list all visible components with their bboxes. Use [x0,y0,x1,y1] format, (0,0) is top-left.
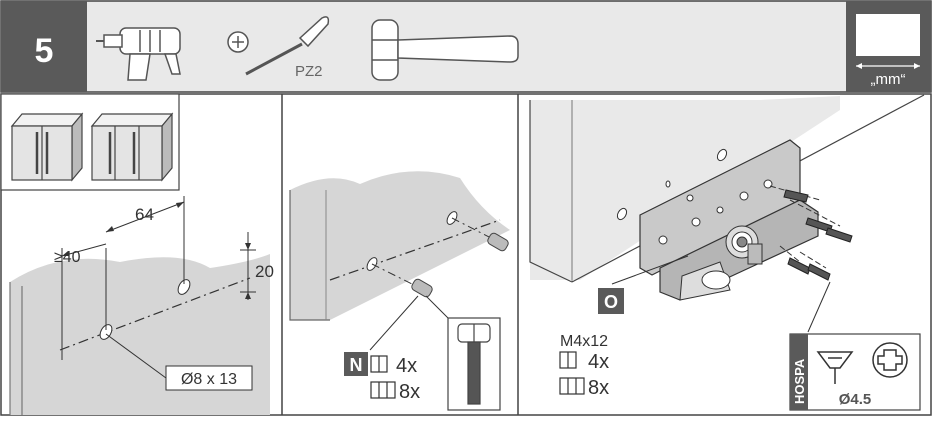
qty-double-c: 8x [588,377,609,399]
countersunk-screw-icon [816,351,854,384]
double-cabinet-symbol [370,381,396,399]
header-bar: 5 PZ2 [0,0,932,93]
part-letter-o: O [604,292,618,312]
panel-surface [10,254,270,415]
drill-hole-2 [177,279,191,295]
step-number-box [1,1,87,92]
panel-inserts: N 4x 8x [289,171,510,411]
single-cabinet-symbol [370,355,388,373]
qty-single-c: 4x [588,351,609,373]
part-letter-box [344,352,368,376]
screw-diameter-label: Ø4.5 [839,391,872,408]
screw-size-label: M4x12 [560,333,608,350]
screwdriver-icon: PZ2 [227,16,330,80]
part-letter-box-o [598,288,624,314]
single-cabinet-symbol-c [559,351,577,369]
cabinet-side [530,96,840,280]
dowel-insert-1 [411,278,433,298]
unit-label: „mm“ [871,71,906,88]
dim-hole-spacing: 64 [135,205,154,224]
step-number: 5 [35,32,54,70]
cabinet-double-icon [10,112,84,182]
screwdriver-size-label: PZ2 [295,63,323,80]
brand-strip [790,334,808,410]
double-cabinet-symbol-c [559,377,585,395]
brand-label: HOSPA [792,358,807,404]
mallet-icon [371,19,519,81]
dim-front-offset: 20 [255,262,274,281]
drill-spec-label: Ø8 x 13 [181,371,237,388]
qty-double: 8x [399,381,420,403]
cabinet-triple-icon [90,112,174,182]
panels-frame [0,93,932,416]
mounting-bracket [639,139,819,301]
screws [769,185,853,281]
panel-bracket: O M4x12 4x 8x HOSPA Ø4.5 [529,94,925,411]
dowel-insert-2 [487,232,509,252]
dim-edge-distance: ≥40 [54,249,81,266]
panel-drilling: 64 ≥40 20 Ø8 x 13 [0,93,274,415]
part-letter: N [350,355,363,375]
hole-axis-line [59,277,251,351]
screw-spec-box [789,333,921,411]
mallet-hint-icon [457,323,491,405]
unit-indicator: „mm“ [846,1,931,92]
qty-single: 4x [396,355,417,377]
insert-surface [290,171,510,320]
drill-icon [96,27,181,81]
drill-spec-box [165,365,253,391]
pozidriv-head-icon [872,342,908,378]
